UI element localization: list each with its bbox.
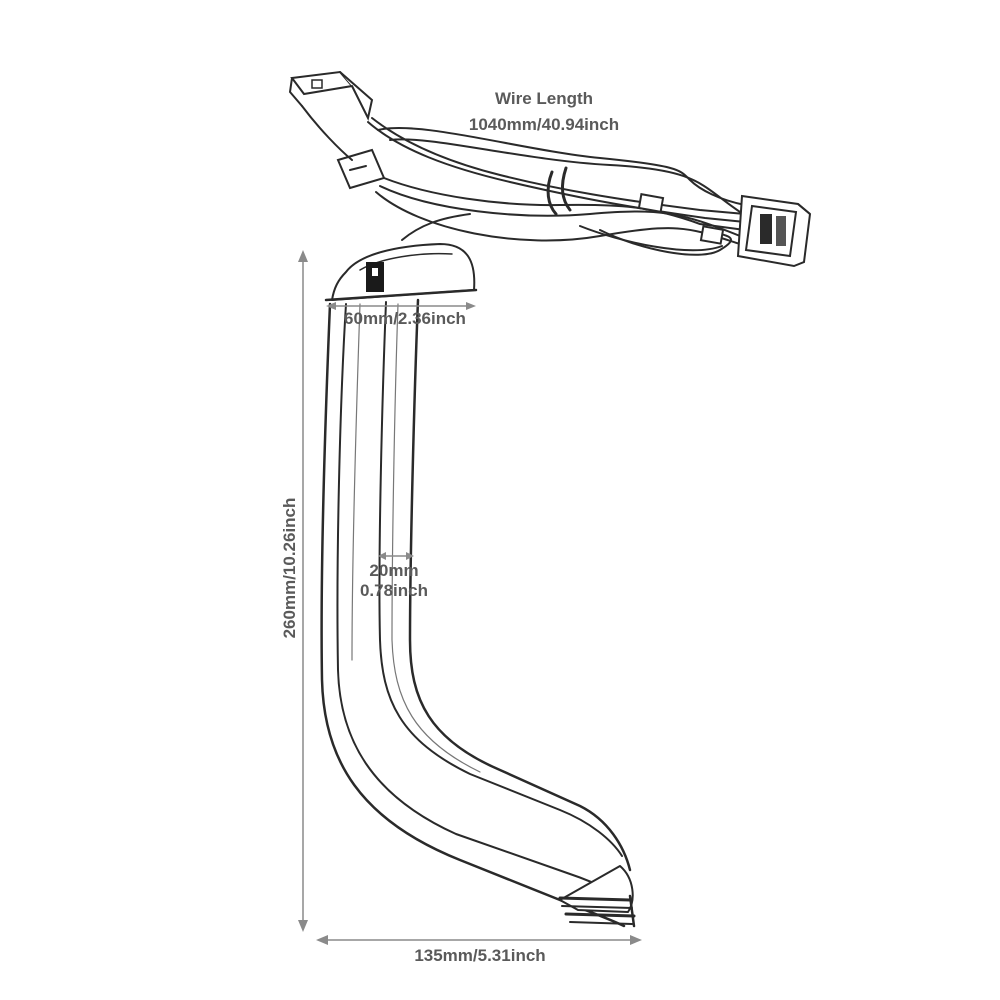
height-dimension [298,250,308,932]
dimension-lines [298,250,642,945]
top-width-label: 60mm/2.36inch [344,309,466,328]
bottom-width-dimension [316,935,642,945]
wire-length-value: 1040mm/40.94inch [468,115,620,134]
led-strip-body [320,243,636,928]
mid-connector [336,148,386,190]
strip-width-inch-label: 0.78inch [359,581,429,600]
small-connector [288,70,374,121]
top-width-dimension [326,302,476,310]
wire-length-title: Wire Length [494,89,594,108]
strip-width-dimension [378,552,414,560]
strip-width-mm-label: 20mm [369,561,419,580]
main-connector [736,194,812,268]
wire-harness [288,70,746,256]
height-label: 260mm/10.26inch [280,497,299,639]
bottom-width-label: 135mm/5.31inch [414,946,546,965]
